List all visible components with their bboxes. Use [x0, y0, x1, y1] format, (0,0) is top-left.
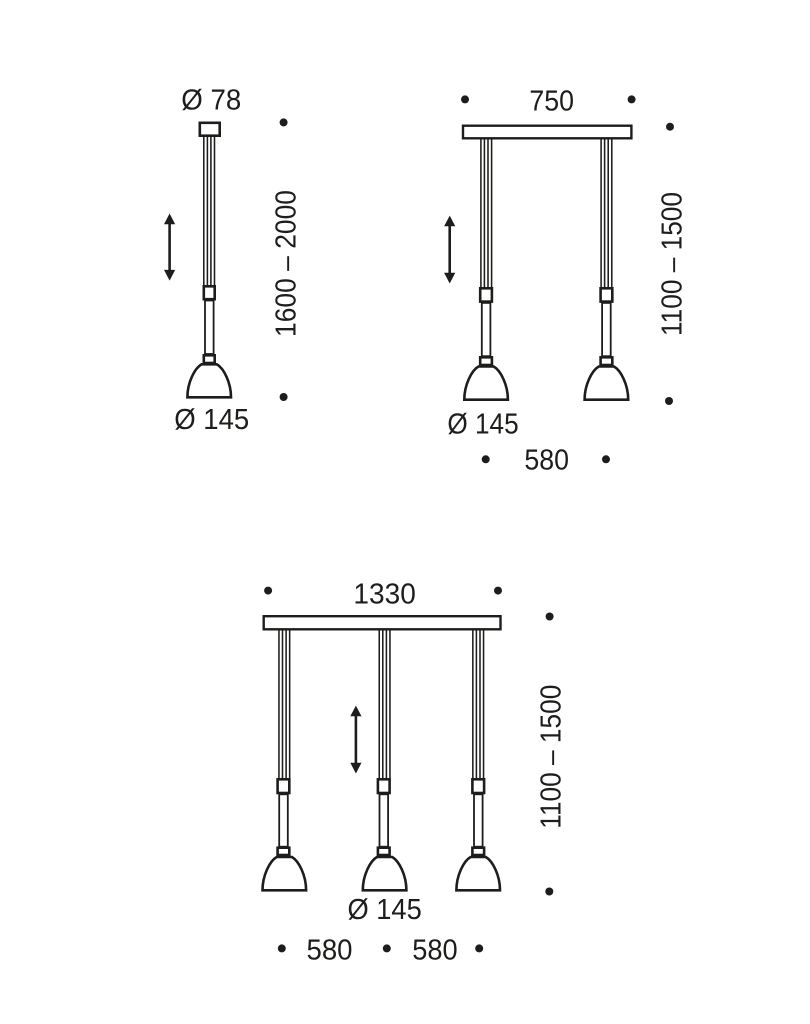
svg-text:Ø 145: Ø 145	[447, 409, 518, 441]
svg-text:1100 – 1500: 1100 – 1500	[656, 192, 688, 336]
svg-text:750: 750	[529, 86, 574, 118]
svg-text:Ø 78: Ø 78	[181, 85, 241, 117]
svg-text:1600 – 2000: 1600 – 2000	[270, 190, 302, 337]
svg-text:1100 – 1500: 1100 – 1500	[535, 685, 567, 829]
svg-text:580: 580	[412, 935, 457, 967]
svg-text:Ø 145: Ø 145	[174, 404, 249, 436]
svg-text:580: 580	[524, 445, 569, 477]
svg-text:1330: 1330	[353, 578, 415, 610]
svg-text:580: 580	[307, 935, 353, 967]
svg-text:Ø 145: Ø 145	[347, 894, 421, 926]
